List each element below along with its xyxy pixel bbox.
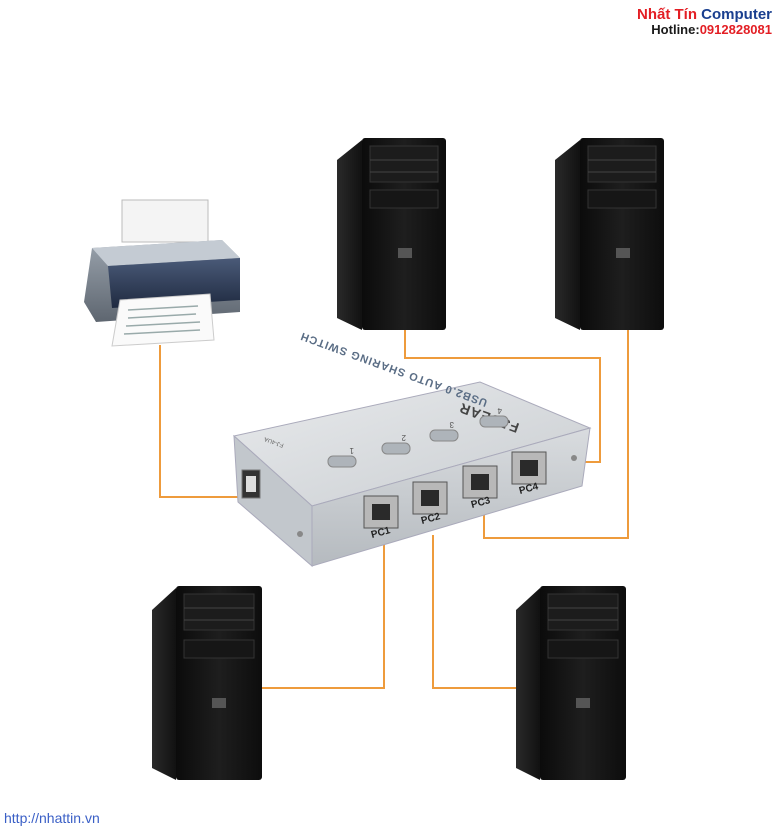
switch-button-label-4: 4 [497,406,502,415]
brand-name: Nhất Tín Computer [637,6,772,23]
port-label-pc4: PC4 [518,481,540,497]
cable-pc4 [404,330,601,463]
brand-block: Nhất Tín Computer Hotline:0912828081 [637,6,772,38]
printer-icon [84,199,240,347]
port-label-pc1: PC1 [370,525,392,541]
switch-button-2[interactable] [381,442,411,455]
switch-buttons: 1 2 3 4 [327,406,509,468]
cable-pc2 [432,535,518,689]
switch-button-label-1: 1 [349,446,354,455]
usb-b-ports [363,451,547,529]
cable-printer [159,345,238,498]
cable-pc3 [483,330,629,539]
hotline-label: Hotline: [651,22,700,38]
switch-button-1[interactable] [327,455,357,468]
port-label-pc3: PC3 [470,495,492,511]
port-label-pc2: PC2 [420,511,442,527]
switch-button-label-3: 3 [449,420,454,429]
switch-title: USB2.0 AUTO SHARING SWITCH [299,329,490,408]
switch-button-label-2: 2 [401,433,406,442]
switch-button-3[interactable] [429,429,459,442]
usb-sharing-switch: FJGEAR USB2.0 AUTO SHARING SWITCH FJ-4UA… [232,329,592,568]
brand-name-part2: Computer [697,6,772,23]
hotline: Hotline:0912828081 [637,22,772,38]
cables [159,330,629,689]
cable-pc1 [262,540,385,689]
site-url-link[interactable]: http://nhattin.vn [4,810,100,826]
computer-tower-top-right [555,138,664,330]
computer-tower-bottom-left [152,586,262,780]
brand-name-part1: Nhất Tín [637,6,697,23]
computer-tower-bottom-right [516,586,626,780]
hotline-number: 0912828081 [699,22,772,38]
computer-tower-top-left [337,138,446,330]
switch-button-4[interactable] [479,415,509,428]
